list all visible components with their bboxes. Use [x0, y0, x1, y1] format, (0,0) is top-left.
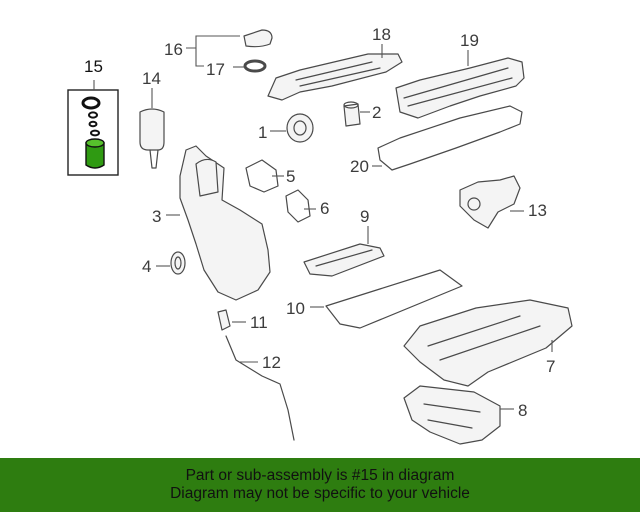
- callout-5: 5: [286, 167, 295, 186]
- callout-15: 15: [84, 57, 103, 76]
- part-10-oil-pan-gasket[interactable]: [310, 269, 463, 329]
- callout-20: 20: [350, 157, 369, 176]
- callout-11: 11: [250, 313, 268, 332]
- callout-1: 1: [258, 123, 267, 142]
- callout-16: 16: [164, 40, 183, 59]
- banner-line-1: Part or sub-assembly is #15 in diagram: [185, 467, 455, 484]
- part-11-sensor[interactable]: [217, 309, 246, 331]
- part-5-gasket[interactable]: [245, 159, 284, 193]
- part-4-seal[interactable]: [156, 251, 186, 275]
- callout-10: 10: [286, 299, 305, 318]
- part-6-gasket[interactable]: [285, 189, 316, 223]
- callout-12: 12: [262, 353, 281, 372]
- part-15-oring-small: [88, 120, 98, 128]
- callout-17: 17: [206, 60, 225, 79]
- part-14-filter-housing[interactable]: [139, 88, 165, 169]
- info-banner: Part or sub-assembly is #15 in diagram D…: [0, 458, 640, 512]
- part-15-oring-small-2: [90, 129, 100, 137]
- part-1-pulley[interactable]: [270, 113, 314, 143]
- callout-14: 14: [142, 69, 161, 88]
- part-9-baffle[interactable]: [303, 226, 385, 277]
- part-18-cylinder-head-cover[interactable]: [267, 44, 403, 101]
- callout-13: 13: [528, 201, 547, 220]
- part-8-lower-oil-pan[interactable]: [403, 385, 514, 445]
- callout-3: 3: [152, 207, 161, 226]
- part-17-seal[interactable]: [233, 59, 267, 73]
- parts-diagram: 15 14 16 17 18 19 1 2 20 3 5 6 9 13 4 10…: [67, 25, 573, 445]
- part-15-filter-top: [85, 138, 105, 148]
- callout-8: 8: [518, 401, 527, 420]
- part-20-cover-gasket[interactable]: [372, 105, 523, 171]
- part-2-bushing[interactable]: [343, 101, 370, 127]
- part-13-oil-pump[interactable]: [459, 175, 524, 229]
- part-19-valve-cover[interactable]: [395, 50, 525, 119]
- part-7-upper-oil-pan[interactable]: [403, 299, 573, 387]
- part-12-dipstick-tube[interactable]: [225, 335, 295, 441]
- part-16-oil-filler-cap[interactable]: [186, 29, 273, 67]
- callout-6: 6: [320, 199, 329, 218]
- callout-2: 2: [372, 103, 381, 122]
- part-15-oring-mid: [88, 111, 98, 119]
- callout-9: 9: [360, 207, 369, 226]
- callout-4: 4: [142, 257, 151, 276]
- part-3-timing-cover[interactable]: [166, 145, 271, 301]
- part-15-filter-element: [85, 142, 105, 169]
- callout-7: 7: [546, 357, 555, 376]
- part-15-oil-filter-group[interactable]: [67, 80, 119, 176]
- callout-18: 18: [372, 25, 391, 44]
- banner-line-2: Diagram may not be specific to your vehi…: [170, 485, 470, 502]
- callout-19: 19: [460, 31, 479, 50]
- part-15-oring-large: [81, 96, 101, 110]
